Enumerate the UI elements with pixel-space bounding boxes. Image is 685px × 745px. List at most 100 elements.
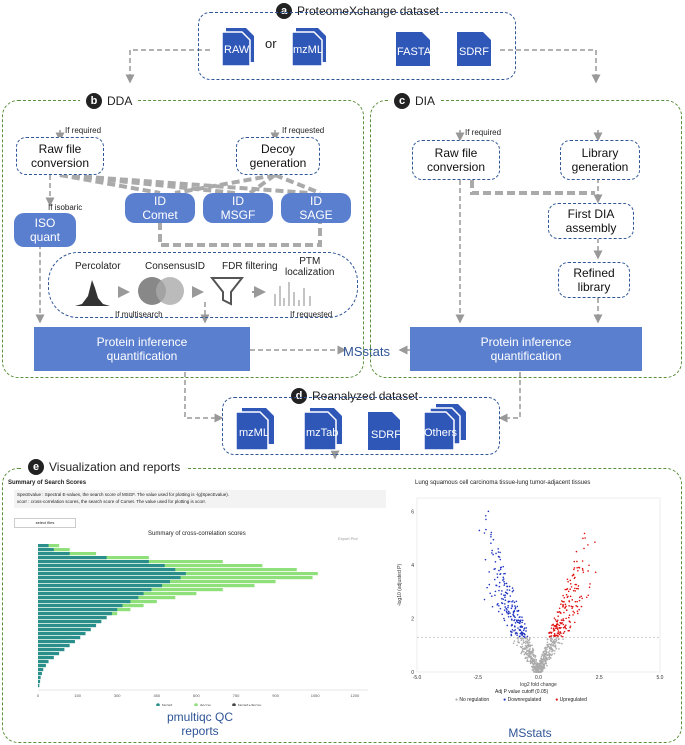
volcano-point	[511, 605, 513, 608]
panel-a-box	[198, 12, 516, 80]
volcano-point	[524, 637, 526, 640]
panel-d-box	[222, 397, 500, 455]
target-bar	[38, 604, 123, 608]
volcano-point	[555, 637, 557, 639]
volcano-point	[523, 636, 526, 638]
percolator-histogram-icon	[75, 280, 110, 306]
volcano-point	[569, 582, 572, 585]
volcano-point	[512, 642, 515, 645]
volcano-point	[565, 627, 567, 630]
export-plot-button[interactable]: Export Plot	[338, 536, 358, 541]
volcano-point	[521, 650, 523, 653]
volcano-point	[494, 561, 497, 563]
volcano-point	[520, 652, 522, 655]
volcano-point	[504, 572, 506, 575]
volcano-point	[508, 589, 511, 591]
volcano-point	[508, 600, 511, 603]
volcano-point	[572, 573, 575, 576]
volcano-point	[549, 631, 552, 634]
volcano-point	[496, 604, 499, 606]
volcano-point	[522, 640, 525, 642]
volcano-point	[550, 627, 553, 629]
volcano-point	[527, 643, 530, 646]
volcano-point	[568, 616, 570, 619]
volcano-point	[505, 607, 508, 610]
target-bar	[38, 656, 54, 660]
volcano-point	[498, 556, 501, 558]
report-info-box: SpecEvalue : Spectral E-values, the sear…	[14, 490, 386, 508]
volcano-point	[526, 638, 529, 641]
x-tick-label: 150	[74, 693, 81, 698]
volcano-point	[538, 665, 541, 668]
volcano-point	[521, 647, 524, 650]
volcano-point	[578, 596, 581, 599]
volcano-point	[580, 605, 583, 608]
volcano-point	[510, 624, 513, 627]
refined-library-node: Refined library	[558, 262, 630, 298]
volcano-point	[534, 666, 536, 668]
panel-d-label: d Reanalyzed dataset	[285, 387, 425, 405]
ptm-label: PTM localization	[285, 256, 335, 278]
volcano-point	[568, 614, 571, 617]
volcano-point	[504, 596, 506, 599]
volcano-point	[575, 550, 578, 553]
volcano-point	[553, 638, 556, 641]
volcano-y-tick: 2	[411, 616, 414, 622]
volcano-point	[501, 590, 503, 592]
others-out-icon: Others	[420, 404, 476, 457]
volcano-point	[532, 660, 534, 663]
volcano-point	[516, 610, 518, 612]
volcano-point	[532, 668, 535, 671]
volcano-point	[540, 667, 543, 670]
select-files-button[interactable]: select files	[14, 518, 76, 528]
volcano-point	[561, 622, 564, 624]
volcano-point	[483, 598, 486, 601]
target-bar	[38, 660, 49, 664]
volcano-point	[588, 564, 590, 567]
volcano-point	[516, 619, 518, 621]
x-tick-label: 450	[153, 693, 160, 698]
volcano-x-tick: 2.5	[596, 675, 603, 681]
volcano-point	[504, 594, 507, 596]
volcano-point	[556, 611, 559, 613]
panel-c-label: c DIA	[388, 92, 442, 110]
volcano-point	[565, 605, 567, 608]
target-bar	[38, 592, 144, 596]
volcano-point	[572, 589, 575, 592]
volcano-y-tick: 6	[411, 509, 414, 515]
volcano-point	[508, 585, 511, 588]
volcano-point	[541, 670, 544, 672]
volcano-point	[553, 617, 556, 619]
volcano-point	[569, 621, 571, 623]
volcano-point	[571, 599, 574, 601]
volcano-point	[566, 596, 569, 599]
msstats-volcano: Lung squamous cell carcinoma tissue-lung…	[395, 478, 680, 708]
volcano-point	[562, 604, 565, 606]
panel-c-title: DIA	[415, 94, 436, 108]
volcano-point	[489, 592, 491, 595]
volcano-point	[547, 645, 550, 648]
volcano-point	[512, 589, 515, 592]
volcano-point	[562, 635, 564, 638]
mztab-out-icon: mzTab	[300, 404, 350, 457]
volcano-point	[556, 627, 558, 629]
volcano-point	[524, 644, 527, 647]
volcano-point	[535, 666, 538, 669]
raw-file-label: RAW	[224, 44, 250, 56]
volcano-point	[524, 642, 527, 645]
volcano-point	[526, 657, 529, 659]
dia-raw-note: If required	[465, 128, 502, 137]
volcano-point	[490, 531, 493, 534]
x-tick-label: 1050	[311, 693, 321, 698]
volcano-point	[517, 641, 519, 643]
volcano-point	[554, 645, 557, 647]
volcano-point	[499, 551, 501, 554]
volcano-point	[550, 635, 553, 637]
volcano-point	[577, 585, 580, 587]
target-bar	[38, 664, 46, 668]
volcano-point	[546, 664, 548, 667]
volcano-y-tick: 0	[411, 670, 414, 676]
volcano-point	[530, 655, 532, 657]
volcano-point	[557, 630, 560, 632]
volcano-point	[490, 535, 492, 538]
